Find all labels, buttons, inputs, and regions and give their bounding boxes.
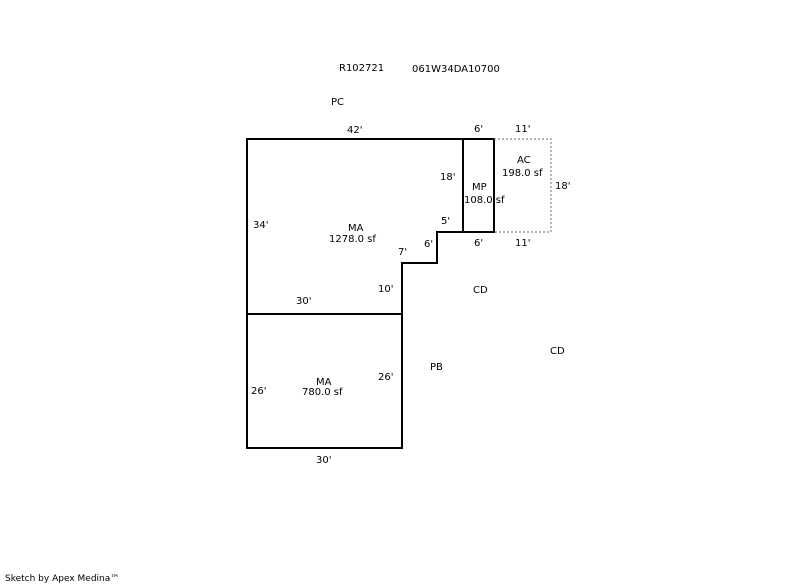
area-mp-size: 108.0 sf bbox=[464, 195, 505, 206]
label-pc: PC bbox=[331, 97, 344, 108]
outline-ac bbox=[494, 138, 552, 233]
dim-left-34: 34' bbox=[253, 220, 268, 231]
dim-ac-18: 18' bbox=[555, 181, 570, 192]
outline-mp bbox=[462, 138, 495, 233]
dim-left-26: 26' bbox=[251, 386, 266, 397]
area-ma-upper-size: 1278.0 sf bbox=[329, 234, 376, 245]
dim-top-42: 42' bbox=[347, 125, 362, 136]
dim-top-11: 11' bbox=[515, 124, 530, 135]
map-number: 061W34DA10700 bbox=[412, 64, 500, 75]
parcel-id: R102721 bbox=[339, 63, 384, 74]
area-ma-upper-code: MA bbox=[348, 223, 364, 234]
area-mp-code: MP bbox=[472, 182, 487, 193]
dim-step-7: 7' bbox=[398, 247, 407, 258]
dim-mp-18: 18' bbox=[440, 172, 455, 183]
area-ma-lower-size: 780.0 sf bbox=[302, 387, 343, 398]
dim-top-6: 6' bbox=[474, 124, 483, 135]
area-ma-lower-code: MA bbox=[316, 377, 332, 388]
dim-mid-30: 30' bbox=[296, 296, 311, 307]
outline-ma-lower bbox=[246, 313, 403, 449]
label-pb: PB bbox=[430, 362, 443, 373]
outline-ma-upper bbox=[246, 138, 495, 315]
dim-bottom-11: 11' bbox=[515, 238, 530, 249]
label-cd-lower: CD bbox=[550, 346, 565, 357]
area-ac-code: AC bbox=[517, 155, 531, 166]
sketch-credit: Sketch by Apex Medina™ bbox=[5, 574, 120, 584]
dim-right-26: 26' bbox=[378, 372, 393, 383]
dim-step-5: 5' bbox=[441, 216, 450, 227]
dim-step-10: 10' bbox=[378, 284, 393, 295]
dim-step-6: 6' bbox=[424, 239, 433, 250]
dim-bottom-6: 6' bbox=[474, 238, 483, 249]
area-ac-size: 198.0 sf bbox=[502, 168, 543, 179]
dim-bottom-30: 30' bbox=[316, 455, 331, 466]
label-cd-upper: CD bbox=[473, 285, 488, 296]
